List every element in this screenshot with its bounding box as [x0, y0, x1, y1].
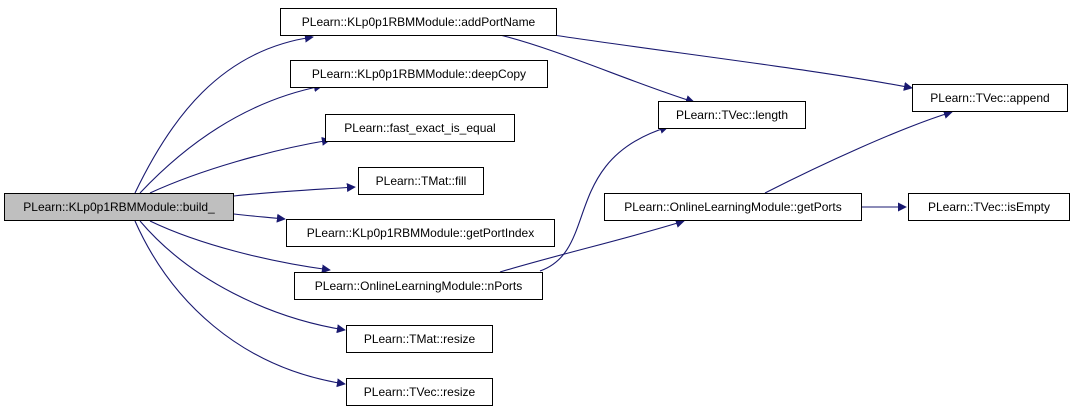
edge-build-tmatFill [233, 183, 356, 197]
node-get-port-index[interactable]: PLearn::KLp0p1RBMModule::getPortIndex [286, 219, 555, 247]
node-n-ports[interactable]: PLearn::OnlineLearningModule::nPorts [294, 272, 543, 300]
edge-getPorts-tvecAppend [764, 110, 953, 194]
edge-build-nPorts [149, 220, 331, 274]
edge-build-fastExactIsEqual [149, 136, 331, 194]
edge-addPortName-tvecLength [499, 34, 695, 104]
node-build[interactable]: PLearn::KLp0p1RBMModule::build_ [4, 193, 234, 221]
edge-build-tmatResize [139, 220, 346, 334]
node-tvec-append[interactable]: PLearn::TVec::append [912, 84, 1068, 112]
node-get-ports[interactable]: PLearn::OnlineLearningModule::getPorts [604, 193, 862, 221]
node-tvec-is-empty[interactable]: PLearn::TVec::isEmpty [908, 193, 1070, 221]
edge-addPortName-tvecAppend [539, 32, 913, 91]
node-tmat-resize[interactable]: PLearn::TMat::resize [346, 325, 493, 353]
node-tmat-fill[interactable]: PLearn::TMat::fill [358, 167, 484, 195]
node-tvec-resize[interactable]: PLearn::TVec::resize [346, 378, 493, 406]
edge-nPorts-tvecLength [539, 125, 669, 272]
edge-build-tvecResize [134, 220, 346, 388]
node-tvec-length[interactable]: PLearn::TVec::length [658, 101, 806, 129]
edge-build-addPortName [134, 33, 314, 194]
edge-nPorts-getPorts [499, 219, 685, 273]
node-add-port-name[interactable]: PLearn::KLp0p1RBMModule::addPortName [280, 8, 557, 36]
node-deep-copy[interactable]: PLearn::KLp0p1RBMModule::deepCopy [290, 60, 548, 88]
node-fast-exact-is-equal[interactable]: PLearn::fast_exact_is_equal [325, 114, 515, 142]
edge-build-deepCopy [139, 83, 323, 194]
edge-build-getPortIndex [233, 213, 286, 223]
